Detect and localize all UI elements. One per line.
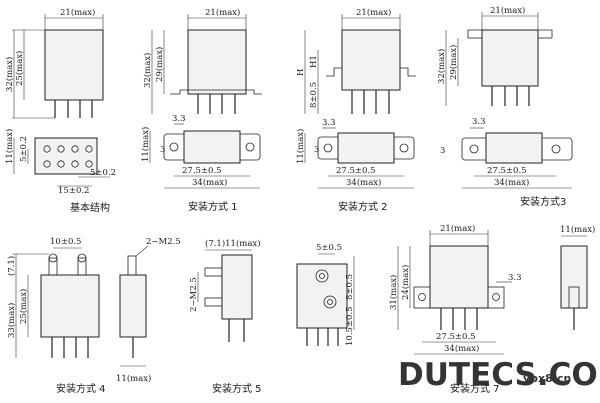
m4-pin-pitch-label: 10±0.5 bbox=[50, 237, 81, 247]
caption-mount-7: 安装方式 7 bbox=[450, 382, 500, 395]
caption-mount-4: 安装方式 4 bbox=[56, 382, 106, 395]
mount1-front-view bbox=[151, 14, 262, 114]
mount3-bottom-view bbox=[461, 127, 573, 189]
mount1-bottom-view bbox=[149, 123, 261, 189]
m1-width-label: 21(max) bbox=[205, 7, 240, 18]
basic-height-total-label: 32(max) bbox=[4, 57, 15, 92]
m1-depth-label: 11(max) bbox=[140, 127, 151, 162]
mount2-front-view bbox=[304, 14, 416, 114]
m7-flange-width-label: 34(max) bbox=[444, 343, 479, 354]
m4-stud-height-label: (7.1) bbox=[6, 256, 17, 276]
m1-height-body-label: 29(max) bbox=[154, 47, 165, 82]
m3-flange-width-label: 34(max) bbox=[494, 177, 529, 188]
basic-depth-label: 11(max) bbox=[4, 129, 15, 164]
watermark: DUTECS.COM ybx8.cn bbox=[398, 357, 600, 393]
m7-height-total-label: 31(max) bbox=[388, 275, 399, 310]
m2-slot-label: 3.3 bbox=[322, 118, 336, 128]
m5-screw-label: 2−M2.5 bbox=[189, 277, 199, 312]
m2-width-label: 21(max) bbox=[356, 7, 391, 18]
basic-width-label: 21(max) bbox=[60, 7, 95, 18]
m5-hole-spacing-label: 10.5±0.5 bbox=[345, 306, 355, 346]
caption-mount-3: 安装方式3 bbox=[520, 195, 566, 208]
m5-stud-depth-label: (7.1)11(max) bbox=[205, 238, 261, 249]
m1-height-total-label: 32(max) bbox=[142, 53, 153, 88]
mount5-top-view bbox=[296, 253, 355, 346]
basic-height-body-label: 25(max) bbox=[14, 51, 25, 86]
caption-mount-1: 安装方式 1 bbox=[188, 200, 238, 213]
m4-depth-label: 11(max) bbox=[116, 373, 151, 384]
m1-flange-width-label: 34(max) bbox=[192, 177, 227, 188]
basic-structure-front-view bbox=[12, 14, 104, 119]
mount5-side-view bbox=[197, 249, 253, 342]
mount3-front-view bbox=[445, 12, 553, 106]
basic-structure-bottom-view bbox=[13, 137, 110, 187]
basic-col-pitch-label: 5±0.2 bbox=[90, 168, 116, 178]
caption-mount-2: 安装方式 2 bbox=[338, 200, 388, 213]
m4-height-total-label: 33(max) bbox=[6, 303, 17, 338]
m7-height-body-label: 24(max) bbox=[400, 265, 411, 300]
m5-hole-offset-label: 5±0.5 bbox=[316, 243, 342, 253]
caption-mount-5: 安装方式 5 bbox=[212, 382, 262, 395]
m2-hole-pitch-label: 27.5±0.5 bbox=[336, 166, 376, 176]
basic-row-pitch-label: 5±0.2 bbox=[19, 136, 29, 162]
mount7-side-view bbox=[560, 235, 588, 330]
m7-depth-label: 11(max) bbox=[560, 224, 595, 235]
m2-slot-height-label: 3 bbox=[314, 145, 319, 155]
m1-slot-height-label: 3 bbox=[160, 145, 165, 155]
mount4-front-view bbox=[12, 247, 100, 358]
m2-H1-label: H1 bbox=[309, 55, 319, 68]
m7-width-label: 21(max) bbox=[440, 223, 475, 234]
caption-basic-structure: 基本结构 bbox=[70, 201, 110, 214]
basic-span-label: 15±0.2 bbox=[58, 186, 89, 196]
mount2-bottom-view bbox=[304, 127, 415, 189]
m4-screw-label: 2−M2.5 bbox=[146, 237, 181, 247]
m3-width-label: 21(max) bbox=[490, 5, 525, 16]
m3-height-body-label: 29(max) bbox=[448, 45, 459, 80]
m3-height-total-label: 32(max) bbox=[436, 49, 447, 84]
m2-depth-label: 11(max) bbox=[295, 129, 306, 164]
mount7-front-view bbox=[397, 230, 512, 355]
m2-standoff-label: 8±0.5 bbox=[309, 82, 319, 108]
m7-hole-pitch-label: 27.5±0.5 bbox=[436, 332, 476, 342]
m4-height-body-label: 25(max) bbox=[18, 289, 29, 324]
m2-H-label: H bbox=[296, 69, 306, 76]
m7-slot-label: 3.3 bbox=[508, 273, 522, 283]
m1-slot-label: 3.3 bbox=[172, 114, 186, 124]
m3-slot-height-label: 3 bbox=[440, 146, 445, 156]
m2-flange-width-label: 34(max) bbox=[346, 177, 381, 188]
watermark-sub-text: ybx8.cn bbox=[523, 372, 571, 385]
mount4-side-view bbox=[119, 245, 149, 367]
m5-vertical-offset-label: 8±0.5 bbox=[345, 274, 355, 300]
m3-hole-pitch-label: 27.5±0.5 bbox=[487, 166, 527, 176]
m1-hole-pitch-label: 27.5±0.5 bbox=[182, 166, 222, 176]
m3-slot-label: 3.3 bbox=[472, 117, 486, 127]
watermark-main-text: DUTECS.COM bbox=[398, 357, 600, 393]
